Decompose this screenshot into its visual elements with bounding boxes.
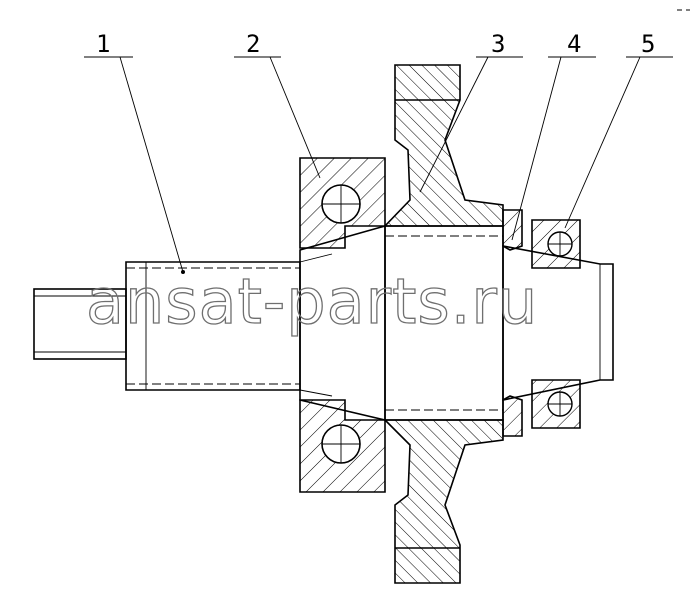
flange-hub [383, 64, 504, 584]
callout-4: 4 [567, 30, 581, 58]
watermark-text: ansat-parts.ru [86, 265, 538, 338]
callout-leaders [84, 56, 673, 274]
callout-2: 2 [246, 30, 260, 58]
callout-3: 3 [491, 30, 505, 58]
flange-lower-section [383, 419, 504, 584]
right-bearing [531, 219, 581, 429]
callout-1: 1 [96, 30, 110, 58]
flange-upper-section [383, 64, 504, 227]
callout-5: 5 [641, 30, 655, 58]
left-bearing [299, 157, 386, 493]
